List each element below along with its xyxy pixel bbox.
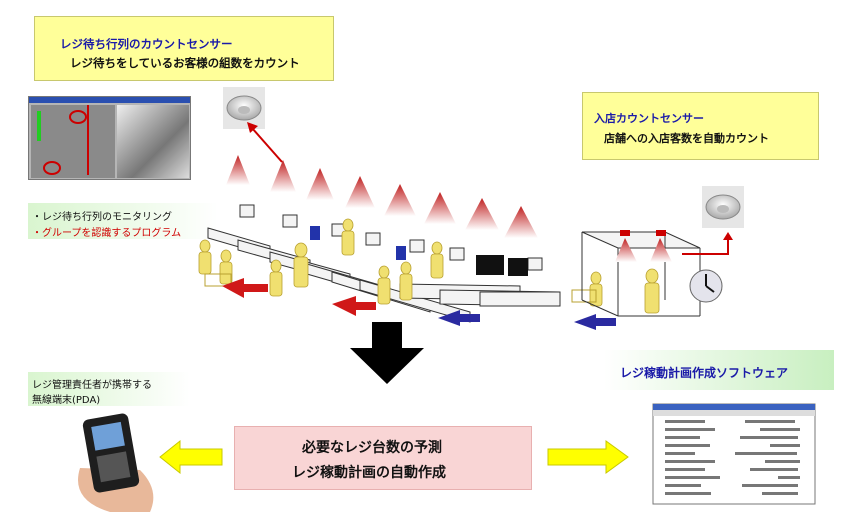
- center-result-box: [234, 426, 532, 490]
- center-line2: レジ稼動計画の自動作成: [292, 465, 446, 481]
- right-arrow-icon: [547, 440, 629, 474]
- down-arrow-icon: [350, 322, 424, 384]
- pda-line1: レジ管理責任者が携帯する: [32, 380, 152, 391]
- entry-sensor-link-line: [682, 238, 729, 255]
- queue-sensor-title: レジ待ち行列のカウントセンサー: [60, 37, 233, 51]
- monitoring-line1: ・レジ待ち行列のモニタリング: [32, 212, 172, 223]
- ceiling-sensor-icon: [223, 87, 265, 129]
- customer-figures: [198, 218, 660, 314]
- flow-arrow-blue-2: [574, 314, 616, 330]
- flow-arrow-blue-1: [438, 310, 480, 326]
- flow-arrow-red-1: [222, 278, 268, 298]
- queue-sensor-subtitle: レジ待ちをしているお客様の組数をカウント: [70, 56, 300, 70]
- checkout-counters: [207, 204, 561, 323]
- software-label: レジ稼動計画作成ソフトウェア: [620, 366, 789, 380]
- entry-sensor-icon: [702, 186, 744, 228]
- detection-cones: [226, 155, 538, 238]
- entry-sensor-box: [582, 92, 819, 160]
- software-screenshot: [652, 403, 816, 505]
- software-label-box: [604, 350, 834, 390]
- center-line1: 必要なレジ台数の予測: [302, 440, 442, 456]
- sensor-link-line: [251, 127, 283, 163]
- monitoring-line2: ・グループを認識するプログラム: [32, 228, 182, 239]
- pda-device-icon: [78, 413, 154, 512]
- entry-sensor-title: 入店カウントセンサー: [594, 112, 704, 125]
- queue-sensor-box: [34, 16, 334, 81]
- left-arrow-icon: [159, 439, 223, 475]
- camera-monitor-screenshot: [28, 96, 191, 180]
- monitoring-label: [28, 203, 218, 239]
- clock-icon: [689, 269, 723, 303]
- flow-arrow-red-2: [332, 296, 376, 316]
- pda-line2: 無線端末(PDA): [32, 395, 101, 406]
- entry-sensor-subtitle: 店舗への入店客数を自動カウント: [604, 132, 769, 145]
- pda-label-box: [28, 372, 190, 406]
